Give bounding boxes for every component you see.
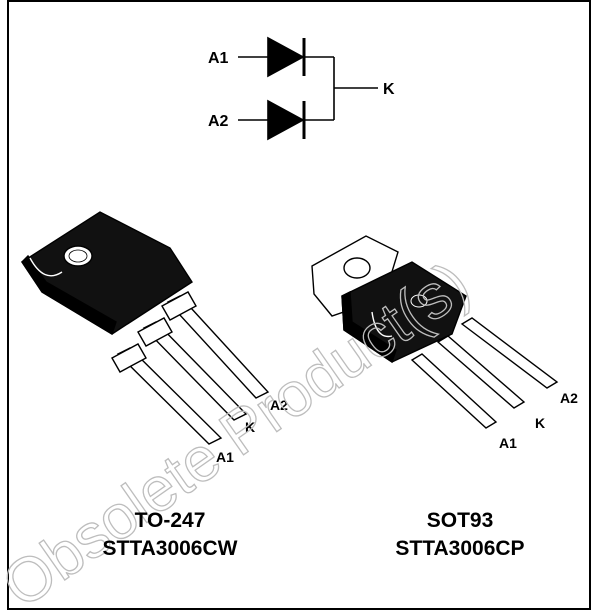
to247-notch: [29, 257, 63, 277]
to247-body: [21, 211, 193, 335]
sot93-body-edge: [341, 290, 397, 364]
sot93-part-number: STTA3006CP: [395, 537, 525, 560]
to247-caption: TO-247 STTA3006CW: [60, 508, 280, 564]
schematic: [238, 36, 378, 141]
sot93-caption: SOT93 STTA3006CP: [350, 508, 570, 564]
to247-mounting-hole-inner: [68, 249, 88, 263]
sot93-pin-a1: A1: [499, 435, 517, 451]
sot93-pin-k: K: [535, 415, 545, 431]
sot93-mounting-hole: [343, 257, 371, 279]
pin-a1-label: A1: [208, 50, 229, 67]
to247-pin-a2: A2: [270, 397, 288, 413]
to247-pin-a1: A1: [216, 449, 234, 465]
sot93-ejector-mark: [410, 294, 428, 308]
to247-body-edge: [21, 254, 117, 336]
to247-shoulder-k: [137, 317, 173, 347]
to247-shoulder-a2: [161, 291, 197, 321]
sot93-package: [311, 235, 559, 429]
to247-package: [21, 211, 270, 445]
to247-part-number: STTA3006CW: [102, 537, 238, 560]
sot93-leads: [410, 317, 559, 429]
sot93-notch: [371, 311, 393, 338]
to247-package-name: TO-247: [134, 509, 206, 532]
diode-2-triangle: [267, 99, 305, 141]
sot93-pin-a2: A2: [560, 390, 578, 406]
to247-pin-k: K: [245, 419, 255, 435]
to247-shoulder-a1: [111, 343, 147, 373]
diode-1-triangle: [267, 36, 305, 78]
sot93-lead-a1: [410, 353, 498, 429]
sot93-package-name: SOT93: [426, 509, 494, 532]
pin-k-label: K: [383, 81, 395, 98]
sot93-lead-a2: [460, 317, 559, 389]
pin-a2-label: A2: [208, 113, 229, 130]
